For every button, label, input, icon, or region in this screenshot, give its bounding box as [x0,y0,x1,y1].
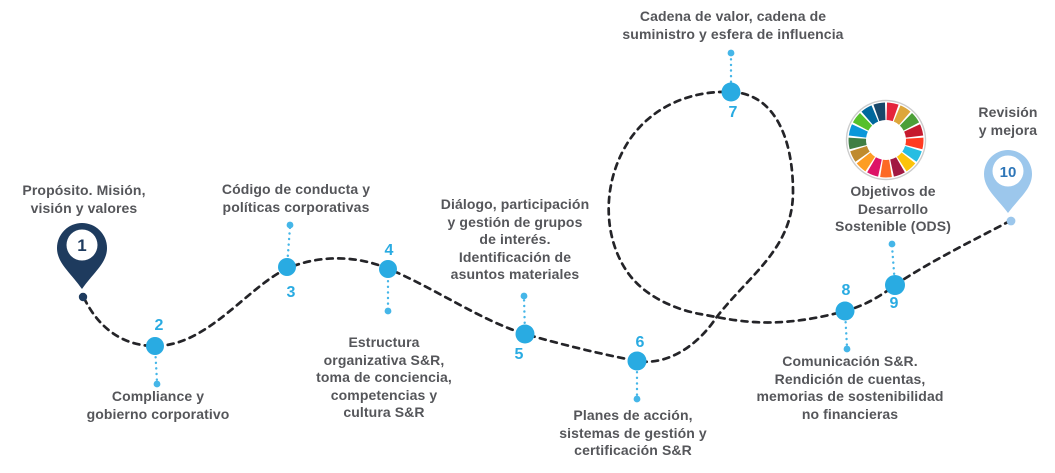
sdg-wheel-segment [896,152,916,172]
step-9-leader-tip [888,240,896,248]
step-2-label: Compliance y gobierno corporativo [86,388,230,422]
step-9-label: Objetivos de Desarrollo Sostenible (ODS) [835,183,951,234]
sdg-wheel-segment [848,137,867,150]
step-1-pin-icon: 1 [56,222,107,302]
sdg-wheel-segment [905,137,924,150]
sdg-wheel-segment [873,102,886,122]
step-4-label: Estructura organizativa S&R, toma de con… [316,334,452,420]
step-6-marker [627,351,647,371]
step-7-label: Cadena de valor, cadena de suministro y … [622,8,844,42]
step-2-leader-tip [153,380,161,388]
step-markers [146,82,905,371]
sdg-wheel-segment [902,146,922,162]
sdg-wheel-segment [904,124,924,138]
sdg-wheel-segment [850,146,870,162]
step-1-label: Propósito. Misión, visión y valores [22,182,146,216]
step-3-marker [278,258,296,276]
step-10-number: 10 [1000,164,1017,181]
step-7-marker [721,82,741,102]
step-5-label: Diálogo, participación y gestión de grup… [440,196,590,282]
step-9-marker [885,275,905,295]
sdg-wheel-segment [856,152,876,172]
step-4-marker [379,260,397,278]
step-5-number: 5 [515,346,524,363]
step-1-number: 1 [77,236,86,255]
step-8-leader-tip [843,345,851,353]
step-5-leader-tip [520,292,528,300]
step-10-pin-icon: 10 [984,150,1032,226]
step-3-label: Código de conducta y políticas corporati… [221,181,371,215]
sdg-wheel-segment [880,159,892,178]
step-8-label: Comunicación S&R. Rendición de cuentas, … [756,353,944,422]
step-3-leader-tip [286,221,294,229]
step-4-number: 4 [385,242,394,259]
sdg-wheel-segment [861,105,879,125]
step-7-number: 7 [729,104,738,121]
step-6-leader-tip [633,395,641,403]
step-2-marker [146,337,164,355]
sdg-wheel-segment [852,112,873,131]
step-9-number: 9 [890,295,899,312]
sdg-wheel-segment [886,102,899,122]
step-5-marker [515,324,535,344]
route-path [82,90,1010,364]
sdg-wheel-segment [848,124,868,138]
step-7-leader-tip [727,49,735,57]
step-6-number: 6 [636,334,645,351]
sdg-wheel-segment [867,157,882,177]
step-8-number: 8 [842,282,851,299]
sdg-wheel-segment [893,105,911,125]
step-3-number: 3 [287,284,296,301]
step-4-leader-tip [384,307,392,315]
step-6-label: Planes de acción, sistemas de gestión y … [559,407,707,458]
sdg-wheel-segment [890,157,905,177]
sdg-wheel-icon [848,102,924,178]
step-10-label: Revisión y mejora [978,104,1038,138]
step-8-marker [835,301,855,321]
step-numbers: 2 3 4 5 6 7 8 9 [155,104,899,363]
sdg-wheel-segment [899,112,920,131]
step-2-number: 2 [155,317,164,334]
